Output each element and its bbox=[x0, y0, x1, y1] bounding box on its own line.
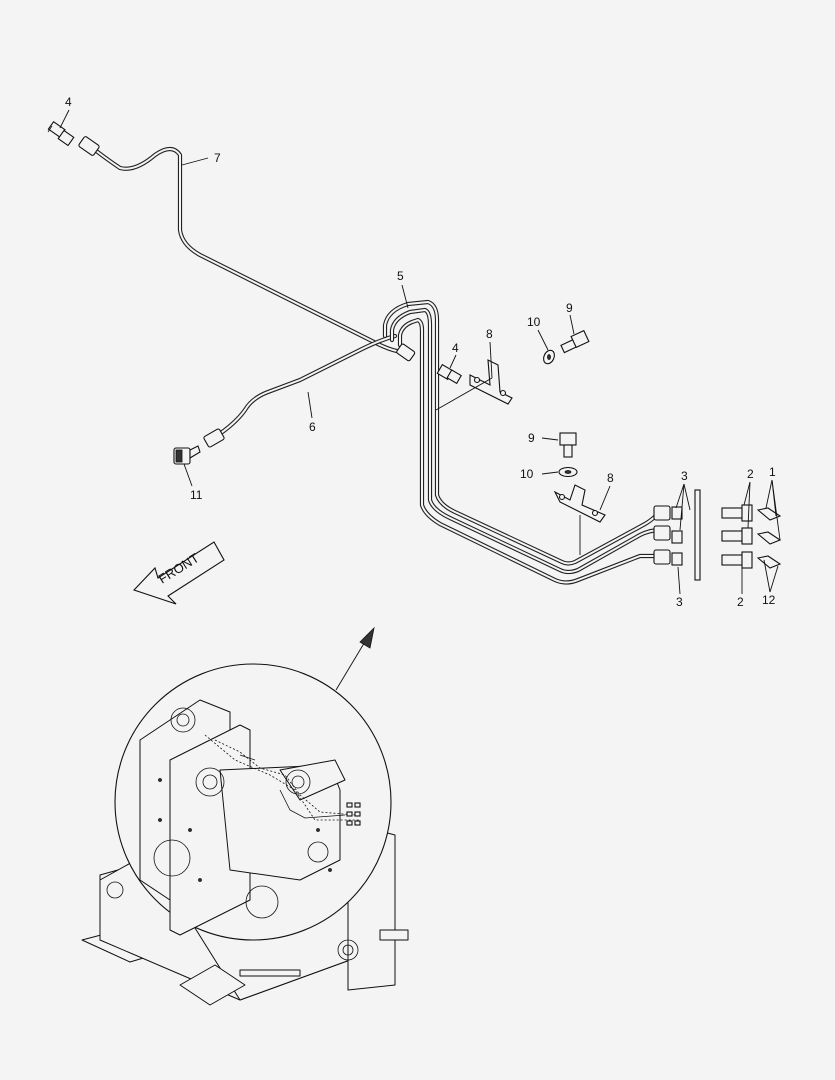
callout-8-lower: 8 bbox=[607, 471, 614, 485]
front-arrow: FRONT bbox=[133, 541, 225, 605]
pipe-5-end-nut-bottom bbox=[653, 549, 671, 565]
callout-11: 11 bbox=[190, 488, 203, 502]
bolt-9-upper bbox=[560, 329, 590, 354]
adapter-3-middle bbox=[671, 530, 683, 544]
callout-10-lower: 10 bbox=[520, 467, 534, 481]
callout-9-lower: 9 bbox=[528, 431, 535, 445]
cap-1-top bbox=[756, 507, 782, 521]
leader-lines bbox=[59, 109, 781, 595]
washer-10-upper bbox=[543, 349, 555, 365]
callout-2-top: 2 bbox=[747, 467, 754, 481]
callout-2-bottom: 2 bbox=[737, 595, 744, 609]
detail-view-circle bbox=[114, 663, 392, 941]
pipe-5 bbox=[382, 299, 663, 585]
callout-6: 6 bbox=[309, 420, 316, 434]
clamp-8-upper bbox=[469, 359, 513, 405]
pipe-7 bbox=[92, 146, 408, 355]
bulkhead-plate bbox=[694, 489, 701, 581]
bolt-2-top bbox=[721, 504, 753, 522]
callout-4-left: 4 bbox=[65, 95, 72, 109]
detail-pointer-arrow bbox=[335, 626, 375, 691]
pipe-7-end-nut bbox=[78, 136, 100, 156]
callout-4-middle: 4 bbox=[452, 341, 459, 355]
pipe-6 bbox=[212, 333, 398, 440]
elbow-fitting-11 bbox=[173, 445, 201, 465]
bolt-2-bottom bbox=[721, 551, 753, 569]
cap-1-middle bbox=[756, 531, 782, 545]
bolt-9-lower bbox=[559, 432, 577, 458]
bolt-2-middle bbox=[721, 527, 753, 545]
fitting-4-left bbox=[47, 120, 75, 147]
clamp-8-lower bbox=[553, 484, 606, 523]
callout-9-upper: 9 bbox=[566, 301, 573, 315]
pipe-5-end-nut-top bbox=[653, 505, 671, 521]
fitting-4-middle bbox=[436, 363, 462, 385]
callout-1: 1 bbox=[769, 465, 776, 479]
callout-3-bottom: 3 bbox=[676, 595, 683, 609]
callout-8-upper: 8 bbox=[486, 327, 493, 341]
callout-10-upper: 10 bbox=[527, 315, 541, 329]
callout-5: 5 bbox=[397, 269, 404, 283]
adapter-3-top bbox=[671, 506, 683, 520]
cap-12-bottom bbox=[756, 555, 782, 569]
pipe-5-fitting-nut bbox=[396, 343, 416, 362]
pipe-5-end-nut-middle bbox=[653, 525, 671, 541]
pipe-6-end-nut bbox=[203, 428, 225, 448]
callout-12: 12 bbox=[762, 593, 776, 607]
callout-7: 7 bbox=[214, 151, 221, 165]
adapter-3-bottom bbox=[671, 552, 683, 566]
washer-10-lower bbox=[558, 466, 578, 478]
callout-3-top: 3 bbox=[681, 469, 688, 483]
